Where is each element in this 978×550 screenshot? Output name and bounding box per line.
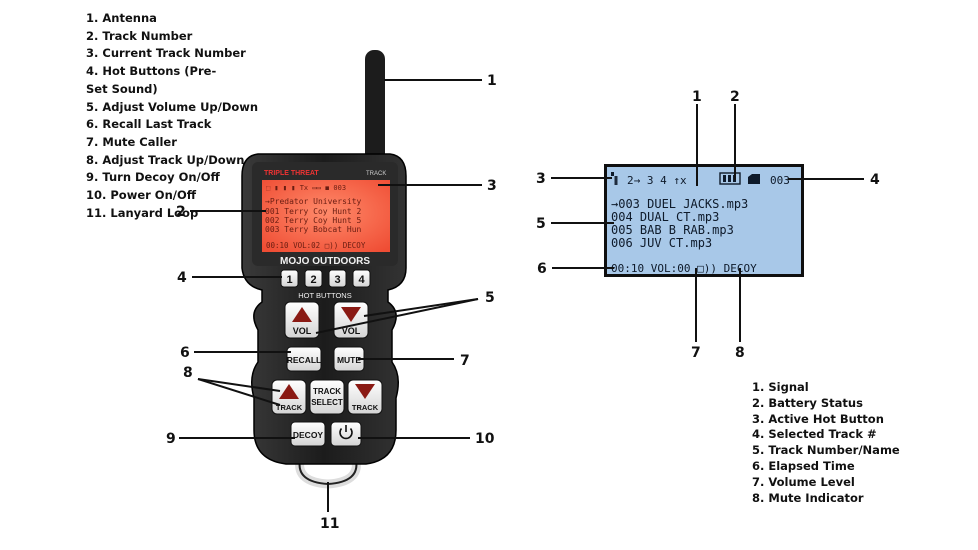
remote-callouts: 1 2 3 4 5 6 7 8 9 10 11: [166, 73, 497, 532]
callout-label: 3: [487, 178, 497, 194]
legend-item: 6. Recall Last Track: [86, 117, 212, 132]
callout-label: 3: [536, 171, 546, 187]
svg-text:1: 1: [286, 274, 292, 286]
track-tag: TRACK: [366, 171, 386, 177]
svg-text:MUTE: MUTE: [337, 355, 361, 365]
lcd-legend: 1. Signal 2. Battery Status 3. Active Ho…: [752, 380, 900, 506]
callout-label: 6: [537, 261, 547, 277]
lcd-track-line: →003 DUEL JACKS.mp3: [611, 197, 748, 211]
triple-threat-logo: TRIPLE THREAT: [264, 170, 319, 177]
signal-icon: [611, 172, 618, 185]
callout-label: 2: [730, 89, 740, 105]
legend-item: 4. Hot Buttons (Pre-Set Sound): [86, 64, 217, 96]
legend-item: 11. Lanyard Loop: [86, 205, 199, 220]
callout-label: 7: [691, 345, 701, 361]
lcd-callouts: 1 2 3 4 5 6 7 8: [536, 89, 880, 361]
track-select-button[interactable]: TRACK SELECT: [309, 379, 345, 415]
hot-buttons-label: HOT BUTTONS: [298, 291, 351, 300]
hot-button-1[interactable]: 1: [280, 269, 299, 288]
svg-text:VOL: VOL: [342, 326, 361, 336]
track-down-button[interactable]: TRACK: [347, 379, 383, 415]
svg-text:TRACK: TRACK: [352, 403, 379, 412]
lcd-screen: [607, 167, 801, 274]
callout-label: 9: [166, 431, 176, 447]
callout-label: 1: [487, 73, 497, 89]
legend-item: 4. Selected Track #: [752, 427, 877, 442]
callout-label: 7: [460, 353, 470, 369]
svg-text:SELECT: SELECT: [311, 398, 343, 407]
svg-text:2: 2: [310, 274, 316, 286]
legend-item: 1. Signal: [752, 380, 809, 394]
lcd-track-line: 006 JUV CT.mp3: [611, 236, 712, 250]
svg-text:TRACK: TRACK: [313, 387, 341, 396]
legend-item: 9. Turn Decoy On/Off: [86, 170, 220, 185]
legend-item: 7. Volume Level: [752, 474, 855, 489]
remote-screen-line: →Predator University: [265, 197, 362, 206]
legend-item: 5. Track Number/Name: [752, 443, 900, 458]
remote-caller: TRIPLE THREAT TRACK ⬚ ▮ ▮ ▮ Tx ▭▭ ◼ 003 …: [241, 50, 407, 489]
callout-label: 2: [176, 204, 186, 220]
lcd-display: 2→ 3 4 ↑x 003 →003 DUEL JACKS.mp3 004 DU…: [604, 164, 804, 277]
callout-label: 8: [735, 345, 745, 361]
volume-down-button[interactable]: VOL: [333, 301, 369, 339]
remote-legend: 1. Antenna 2. Track Number 3. Current Tr…: [86, 10, 258, 222]
remote-screen: [262, 180, 390, 252]
folder-icon: [748, 174, 760, 184]
arrow-up-icon: [279, 384, 299, 399]
legend-item: 6. Elapsed Time: [752, 458, 855, 473]
callout-label: 5: [536, 216, 546, 232]
svg-text:4: 4: [358, 274, 365, 286]
legend-item: 2. Battery Status: [752, 395, 863, 410]
legend-item: 3. Current Track Number: [86, 46, 246, 61]
callout-label: 10: [475, 431, 495, 447]
legend-item: 7. Mute Caller: [86, 134, 177, 149]
remote-screen-status: 00:10 VOL:02 □)) DECOY: [266, 241, 366, 250]
power-button[interactable]: [330, 421, 362, 447]
svg-text:DECOY: DECOY: [293, 430, 324, 440]
arrow-down-icon: [341, 307, 361, 322]
antenna: [365, 50, 385, 168]
lcd-status-line: 00:10 VOL:00 □)) DECOY: [611, 262, 757, 275]
svg-text:VOL: VOL: [293, 326, 312, 336]
callout-label: 1: [692, 89, 702, 105]
callout-label: 4: [177, 270, 187, 286]
legend-item: 8. Adjust Track Up/Down: [86, 152, 245, 167]
lcd-track-line: 004 DUAL CT.mp3: [611, 210, 719, 224]
lcd-top-icons: 2→ 3 4 ↑x: [627, 174, 687, 187]
svg-text:RECALL: RECALL: [287, 355, 321, 365]
svg-text:TRACK: TRACK: [276, 403, 303, 412]
legend-item: 2. Track Number: [86, 28, 193, 43]
lcd-track-number: 003: [770, 174, 790, 187]
hot-button-3[interactable]: 3: [328, 269, 347, 288]
recall-button[interactable]: RECALL: [286, 346, 322, 372]
arrow-up-icon: [292, 307, 312, 322]
legend-item: 10. Power On/Off: [86, 188, 197, 203]
decoy-button[interactable]: DECOY: [290, 421, 326, 447]
remote-screen-line: 002 Terry Coy Hunt 5: [265, 216, 362, 225]
lcd-track-line: 005 BAB B RAB.mp3: [611, 223, 734, 237]
arrow-down-icon: [355, 384, 375, 399]
legend-item: 5. Adjust Volume Up/Down: [86, 99, 259, 114]
callout-label: 4: [870, 172, 880, 188]
svg-text:3: 3: [334, 274, 340, 286]
legend-item: 1. Antenna: [86, 11, 157, 25]
callout-label: 5: [485, 290, 495, 306]
mojo-brand: MOJO OUTDOORS: [280, 256, 370, 267]
volume-up-button[interactable]: VOL: [284, 301, 320, 339]
remote-screen-line: 001 Terry Coy Hunt 2: [265, 207, 362, 216]
callout-label: 11: [320, 516, 339, 532]
power-icon: [339, 425, 353, 440]
callout-label: 8: [183, 365, 193, 381]
callout-label: 6: [180, 345, 190, 361]
track-up-button[interactable]: TRACK: [271, 379, 307, 415]
remote-screen-line: 003 Terry Bobcat Hun: [265, 225, 362, 234]
legend-item: 3. Active Hot Button: [752, 411, 884, 426]
remote-screen-icons: ⬚ ▮ ▮ ▮ Tx ▭▭ ◼ 003: [266, 184, 346, 192]
hot-button-2[interactable]: 2: [304, 269, 323, 288]
legend-item: 8. Mute Indicator: [752, 490, 864, 505]
hot-button-4[interactable]: 4: [352, 269, 371, 288]
